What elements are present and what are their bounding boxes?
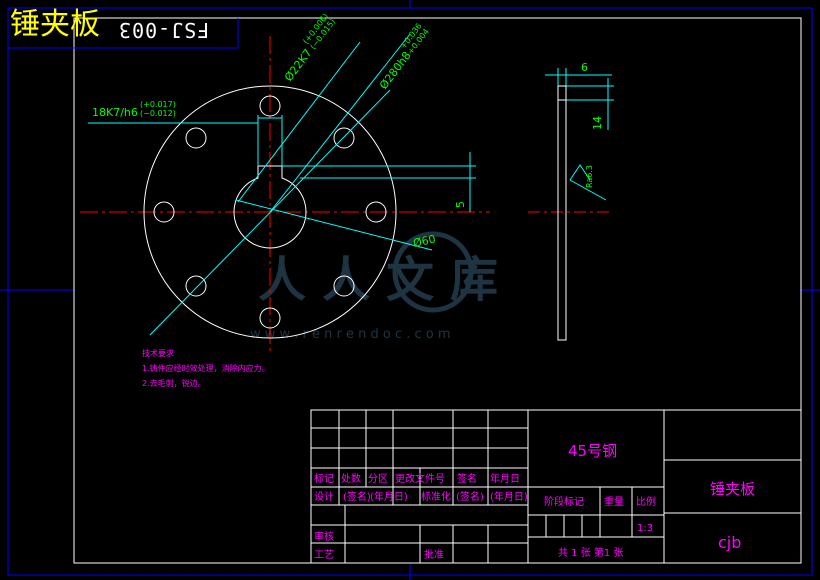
label-standard: 标准化 — [421, 490, 451, 503]
label-scale: 比例 — [636, 495, 656, 508]
label-sign-paren: (签名) — [343, 490, 371, 503]
surface-symbol — [569, 164, 591, 181]
circle-dim-line — [149, 89, 391, 336]
watermark-text: 人人文库 — [258, 252, 514, 308]
label-date-paren-2: (年月日) — [490, 490, 528, 503]
label-change-doc: 更改文件号 — [395, 472, 445, 485]
hole-dim-text: Ø60 — [412, 233, 437, 250]
hole-dim-leader — [235, 199, 433, 251]
label-weight: 重量 — [604, 495, 624, 508]
dimension-lines — [88, 33, 614, 336]
scale-value: 1:3 — [637, 523, 653, 534]
bolt-hole — [185, 127, 207, 149]
bolt-hole — [365, 201, 387, 223]
bolt-hole — [333, 275, 355, 297]
center-bore-keyway — [233, 165, 307, 249]
bore-dim-leader — [237, 41, 361, 203]
label-process: 工艺 — [314, 549, 334, 561]
part-code-mirrored: FSJ-003 — [118, 18, 210, 42]
side-view — [557, 85, 567, 341]
key-tol-upper: (+0.017) — [140, 100, 176, 109]
surface-text: Ra6.3 — [585, 165, 594, 188]
notes-line-2: 2.去毛刺，锐边。 — [142, 378, 206, 388]
title-block-part-name: 锤夹板 — [710, 480, 755, 498]
part-title: 锤夹板 — [10, 7, 100, 42]
bolt-hole — [185, 275, 207, 297]
circle-dim-leader — [269, 33, 411, 213]
side-view-plate — [557, 85, 567, 341]
designer: cjb — [718, 533, 741, 552]
label-design: 设计 — [314, 490, 334, 503]
label-approve: 批准 — [424, 548, 444, 561]
watermark-ring — [392, 231, 474, 313]
height-text: 14 — [591, 116, 604, 130]
bolt-hole — [259, 95, 281, 117]
title-block-labels: 标记 处数 分区 更改文件号 签名 年月日 设计 (签名) (年月日) 标准化 … — [314, 472, 656, 561]
label-count: 处数 — [341, 472, 361, 485]
bore-dim-text: Ø22K7 — [282, 47, 315, 84]
label-review: 审核 — [314, 530, 334, 543]
bolt-hole — [153, 201, 175, 223]
label-stage-mark: 阶段标记 — [544, 495, 584, 508]
surface-leader — [569, 179, 607, 201]
label-sign: 签名 — [457, 472, 477, 485]
label-mark: 标记 — [314, 473, 334, 485]
notes-heading: 技术要求 — [142, 348, 174, 358]
keyway-depth-text: 5 — [454, 201, 467, 208]
thickness-text: 6 — [581, 61, 588, 74]
material: 45号钢 — [568, 442, 617, 460]
sheets: 共 1 张 第1 张 — [558, 546, 623, 559]
bolt-hole — [333, 127, 355, 149]
key-tol-lower: (−0.012) — [140, 109, 176, 118]
notes-line-1: 1.铸件应经时效处理，消除内应力。 — [142, 363, 270, 373]
code-box — [8, 18, 239, 49]
circle-dim-text: Ø280h8 — [377, 49, 414, 92]
watermark: 人人文库 w w w . r e n r e n d o c . c o m — [250, 231, 514, 342]
key-dim-text: 18K7/h6 — [92, 106, 138, 119]
label-zone: 分区 — [368, 473, 388, 485]
bolt-hole — [259, 307, 281, 329]
label-date: 年月日 — [490, 472, 520, 485]
label-sign-paren-2: (签名) — [456, 490, 484, 503]
watermark-url: w w w . r e n r e n d o c . c o m — [250, 327, 451, 342]
title-block — [310, 409, 802, 564]
plate-outline — [143, 85, 397, 339]
label-date-paren: (年月日) — [370, 490, 408, 503]
